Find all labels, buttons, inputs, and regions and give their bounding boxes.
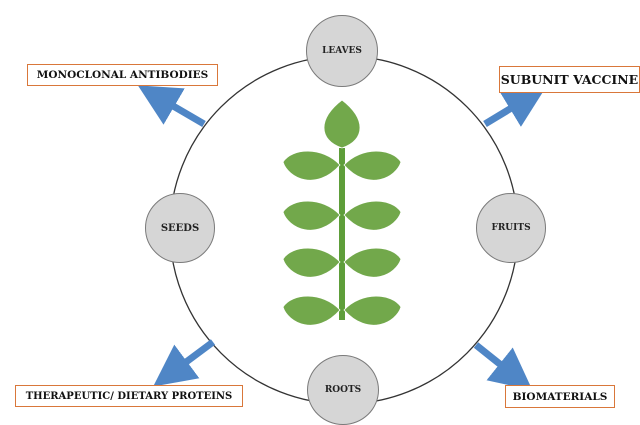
node-seeds: SEEDS xyxy=(145,193,215,263)
arrows xyxy=(137,85,546,391)
left-leaf-3 xyxy=(282,247,341,278)
product-monoclonal-antibodies: MONOCLONAL ANTIBODIES xyxy=(27,64,218,86)
product-biomaterials: BIOMATERIALS xyxy=(505,385,615,408)
arrow-to-therapeutic xyxy=(153,339,216,387)
left-leaf-2 xyxy=(282,200,341,231)
node-leaves: LEAVES xyxy=(306,15,378,87)
right-leaf-3 xyxy=(343,247,402,278)
right-leaf-4 xyxy=(343,295,402,326)
top-leaf xyxy=(323,99,361,149)
product-therapeutic-dietary-proteins: THERAPEUTIC/ DIETARY PROTEINS xyxy=(15,385,243,407)
left-leaf-1 xyxy=(282,150,341,181)
arrow-to-subunit xyxy=(483,87,546,127)
node-roots: ROOTS xyxy=(307,355,379,425)
right-leaf-1 xyxy=(343,150,402,181)
arrow-to-biomaterials xyxy=(473,342,533,391)
arrow-to-monoclonal xyxy=(137,85,206,128)
left-leaf-4 xyxy=(282,295,341,326)
product-subunit-vaccine: SUBUNIT VACCINE xyxy=(499,66,640,93)
right-leaf-2 xyxy=(343,200,402,231)
plant-leaves xyxy=(282,99,402,326)
node-fruits: FRUITS xyxy=(476,193,546,263)
